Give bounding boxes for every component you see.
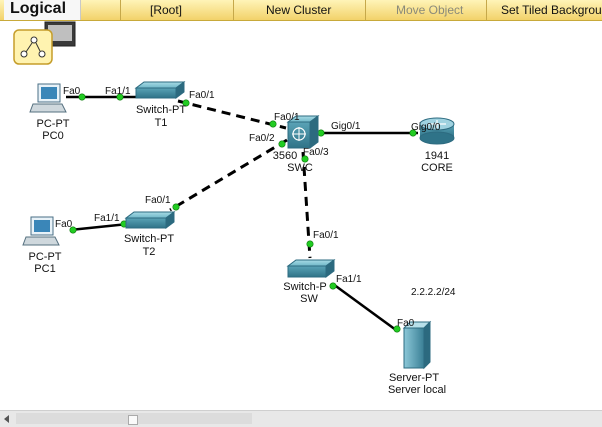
link-status-lights xyxy=(69,93,417,333)
port-label: Gig0/1 xyxy=(331,121,361,132)
router-core-device[interactable] xyxy=(419,117,455,145)
sw-name-label: SW xyxy=(300,293,318,305)
ip-annotation: 2.2.2.2/24 xyxy=(411,287,456,298)
multilayer-switch-swc-device[interactable] xyxy=(286,115,320,149)
server-name-label: Server local xyxy=(388,384,446,396)
port-label: Gig0/0 xyxy=(411,122,441,133)
link-sw-server[interactable] xyxy=(332,282,397,332)
port-label: Fa0/2 xyxy=(249,133,275,144)
swc-type-label: 3560 xyxy=(273,150,297,162)
port-label: Fa0 xyxy=(55,219,73,230)
toolbar-separator xyxy=(486,0,487,20)
core-name-label: CORE xyxy=(421,162,453,174)
topology-canvas[interactable]: PC-PT PC0 Switch-PT T1 Switch-PT T2 PC-P… xyxy=(0,21,602,410)
port-label: Fa1/1 xyxy=(336,274,362,285)
move-object-button[interactable]: Move Object xyxy=(396,3,464,17)
set-tiled-background-button[interactable]: Set Tiled Backgrou xyxy=(501,3,602,17)
t1-type-label: Switch-PT xyxy=(136,104,186,116)
swc-name-label: SWC xyxy=(287,162,313,174)
toolbar-separator xyxy=(120,0,121,20)
tab-logical[interactable]: Logical xyxy=(4,0,81,20)
link-t1-swc[interactable] xyxy=(177,99,287,130)
logical-view-icon[interactable] xyxy=(13,21,76,65)
pc0-name-label: PC0 xyxy=(42,130,63,142)
root-button[interactable]: [Root] xyxy=(150,3,183,17)
port-label: Fa0 xyxy=(397,318,415,329)
port-label: Fa0/1 xyxy=(145,195,171,206)
t1-name-label: T1 xyxy=(155,117,168,129)
pc0-type-label: PC-PT xyxy=(37,118,70,130)
toolbar-separator xyxy=(365,0,366,20)
pc1-name-label: PC1 xyxy=(34,263,55,275)
port-label: Fa0/1 xyxy=(313,230,339,241)
switch-t1-device[interactable] xyxy=(134,81,186,99)
server-type-label: Server-PT xyxy=(389,372,439,384)
sw-type-label: Switch-P xyxy=(283,281,326,293)
pc1-device[interactable] xyxy=(22,216,60,246)
t2-type-label: Switch-PT xyxy=(124,233,174,245)
port-label: Fa1/1 xyxy=(94,213,120,224)
port-label: Fa0/1 xyxy=(274,112,300,123)
horizontal-scrollbar[interactable] xyxy=(0,410,602,427)
switch-sw-device[interactable] xyxy=(286,259,336,278)
link-swc-t2[interactable] xyxy=(169,138,288,212)
scrollbar-thumb[interactable] xyxy=(128,415,138,425)
port-label: Fa1/1 xyxy=(105,86,131,97)
link-pc1-t2[interactable] xyxy=(69,222,129,232)
port-label: Fa0/3 xyxy=(303,147,329,158)
pc1-type-label: PC-PT xyxy=(29,251,62,263)
toolbar-separator xyxy=(233,0,234,20)
switch-t2-device[interactable] xyxy=(124,211,176,229)
scroll-left-arrow-icon[interactable] xyxy=(4,415,9,423)
port-label: Fa0/1 xyxy=(189,90,215,101)
pc0-device[interactable] xyxy=(29,83,67,113)
tab-logical-label: Logical xyxy=(10,0,67,17)
new-cluster-button[interactable]: New Cluster xyxy=(266,3,332,17)
link-swc-sw[interactable] xyxy=(301,151,312,259)
server-local-device[interactable] xyxy=(402,320,432,370)
port-label: Fa0 xyxy=(63,86,81,97)
top-toolbar: Logical [Root] New Cluster Move Object S… xyxy=(0,0,602,21)
core-type-label: 1941 xyxy=(425,150,449,162)
t2-name-label: T2 xyxy=(143,246,156,258)
